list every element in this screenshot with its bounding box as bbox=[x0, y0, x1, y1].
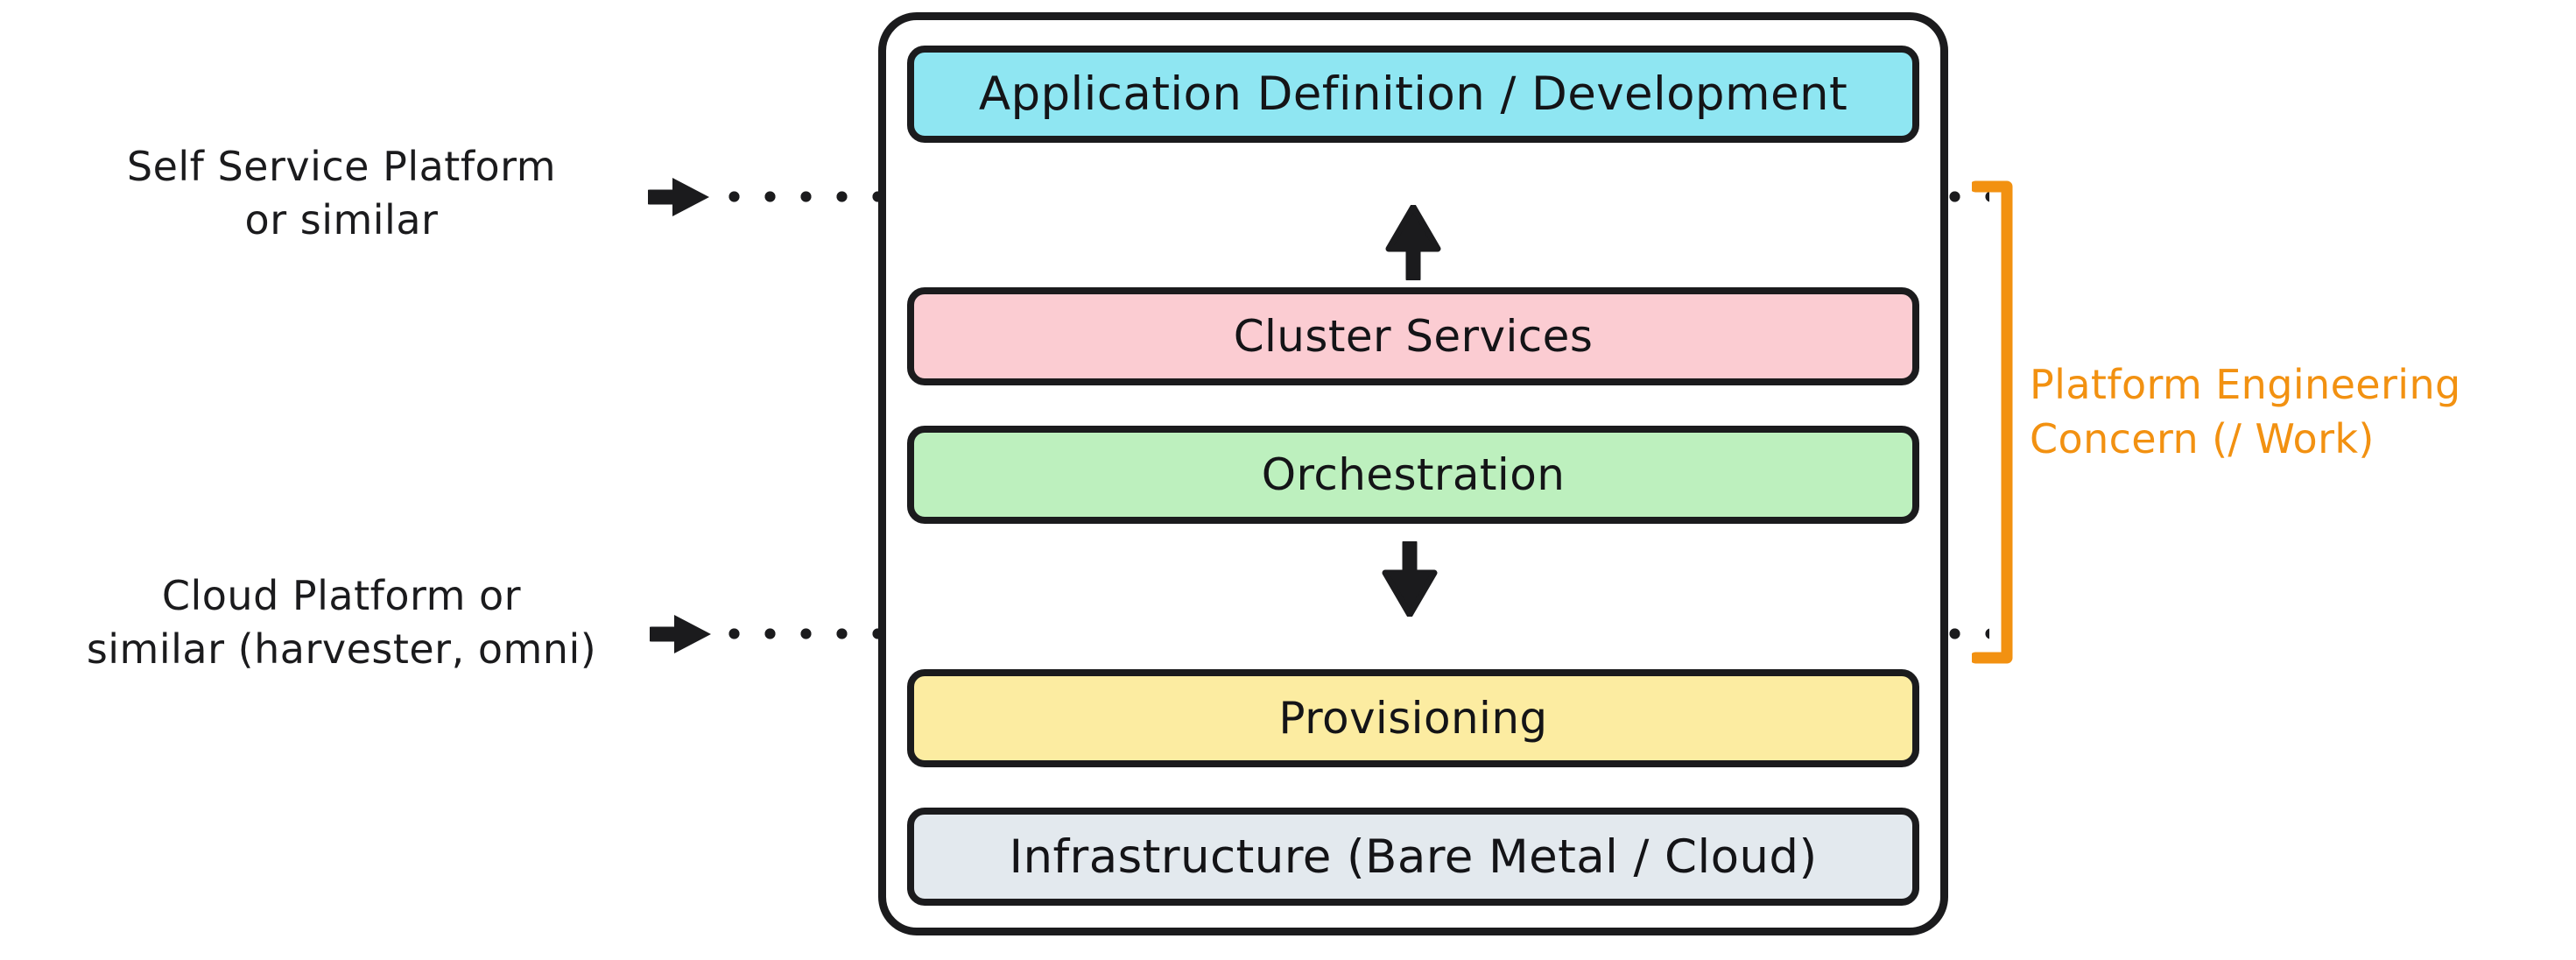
arrow-up-icon bbox=[1385, 205, 1441, 280]
annotation-cloud-platform: Cloud Platform or similar (harvester, om… bbox=[86, 572, 597, 673]
layer-cluster-services[interactable]: Cluster Services bbox=[907, 287, 1919, 385]
bracket-platform-engineering-concern bbox=[1972, 180, 2017, 664]
arrow-right-icon-self-service bbox=[648, 178, 709, 216]
layer-application-definition[interactable]: Application Definition / Development bbox=[907, 46, 1919, 143]
arrow-right-icon-cloud-platform bbox=[650, 615, 711, 653]
annotation-self-service-platform: Self Service Platform or similar bbox=[126, 143, 557, 244]
arrow-down-icon bbox=[1382, 541, 1438, 617]
layer-infrastructure[interactable]: Infrastructure (Bare Metal / Cloud) bbox=[907, 808, 1919, 906]
layer-orchestration[interactable]: Orchestration bbox=[907, 426, 1919, 524]
layer-provisioning[interactable]: Provisioning bbox=[907, 669, 1919, 767]
annotation-platform-engineering-concern: Platform Engineering Concern (/ Work) bbox=[2030, 361, 2461, 463]
